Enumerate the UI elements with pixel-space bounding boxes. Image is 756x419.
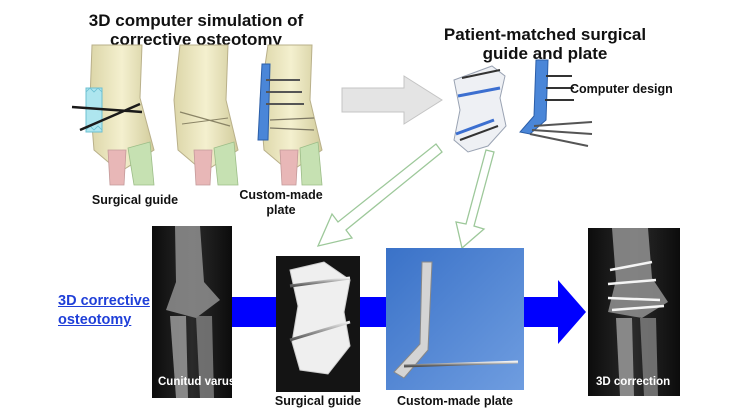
design-to-plate-arrow [455, 149, 495, 250]
preoperative-xray-label: Cunitud varus [158, 376, 236, 388]
procedure-link[interactable]: 3D corrective osteotomy [58, 292, 156, 330]
procedure-link-line2[interactable]: osteotomy [58, 312, 132, 328]
designed-plate-model [519, 59, 593, 147]
simulation-title-line1: 3D computer simulation of [88, 11, 304, 30]
simulation-to-design-arrow [341, 75, 443, 125]
simulation-title: 3D computer simulation of corrective ost… [70, 11, 322, 49]
surgical-guide-photo [276, 256, 360, 392]
preoperative-xray [152, 226, 232, 398]
postoperative-xray [588, 228, 680, 396]
simulation-title-line2: corrective osteotomy [110, 30, 282, 49]
guide-pin-1 [71, 105, 143, 114]
plate-model-icon [257, 63, 271, 141]
bone-model-with-guide [71, 44, 155, 186]
procedure-link-line1[interactable]: 3D corrective [58, 293, 150, 309]
designed-guide-model [453, 65, 507, 153]
guide-pin-2 [79, 102, 141, 132]
patient-matched-title-line2: guide and plate [482, 44, 608, 63]
simulation-guide-caption: Surgical guide [91, 193, 179, 207]
simulation-plate-caption: Custom-made plate [236, 188, 326, 218]
plate-photo-caption: Custom-made plate [397, 394, 513, 408]
postoperative-xray-label: 3D correction [596, 376, 671, 388]
computer-design-label: Computer design [570, 82, 673, 96]
bone-model-with-plate [257, 44, 323, 186]
guide-photo-caption: Surgical guide [274, 394, 362, 408]
bone-model-cut [173, 44, 239, 186]
patient-matched-title: Patient-matched surgical guide and plate [420, 25, 670, 63]
simulation-plate-caption-line1: Custom-made [239, 188, 323, 202]
design-to-guide-arrow [316, 143, 443, 247]
patient-matched-title-line1: Patient-matched surgical [443, 25, 647, 44]
simulation-plate-caption-line2: plate [266, 203, 296, 217]
custom-plate-photo [386, 248, 524, 390]
